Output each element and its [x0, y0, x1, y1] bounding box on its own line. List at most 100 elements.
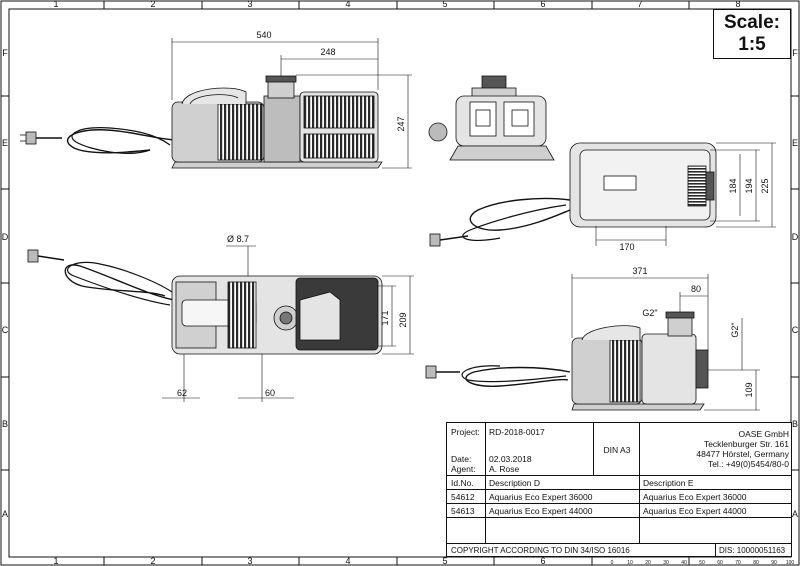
company-tel: Tel.: +49(0)5454/80-0: [707, 459, 789, 469]
pump-front-view: [428, 75, 555, 161]
ruler-label-10: 10: [627, 560, 633, 566]
row-label-right-D: D: [792, 232, 799, 242]
ruler-label-50: 50: [699, 560, 705, 566]
dim-225: 225: [760, 178, 770, 193]
row-label-F: F: [2, 48, 8, 58]
col-label-8: 8: [735, 0, 740, 9]
dim-62: 62: [177, 388, 187, 398]
col-label-2: 2: [150, 0, 155, 9]
row-label-right-F: F: [792, 48, 798, 58]
col-label-3: 3: [247, 0, 252, 9]
tb-divider: [447, 543, 791, 544]
dim-g2-side: G2": [730, 322, 740, 337]
ruler-label-40: 40: [681, 560, 687, 566]
col-label-bottom-2: 2: [150, 556, 155, 566]
company-street: Tecklenburger Str. 161: [703, 439, 789, 449]
row-label-right-B: B: [792, 419, 798, 429]
pump-side-view-bottom: [425, 311, 709, 411]
row-label-B: B: [2, 419, 8, 429]
col-label-bottom-6: 6: [540, 556, 545, 566]
ruler-label-60: 60: [717, 560, 723, 566]
ruler-label-90: 90: [771, 560, 777, 566]
col-header-desc-e: Description E: [643, 478, 694, 488]
col-label-5: 5: [442, 0, 447, 9]
col-label-bottom-3: 3: [247, 556, 252, 566]
pump-side-view-top: [20, 75, 383, 169]
col-label-6: 6: [540, 0, 545, 9]
dim-247: 247: [396, 116, 406, 131]
agent-value: A. Rose: [489, 464, 520, 474]
tb-divider: [593, 423, 594, 476]
title-block: Project: RD-2018-0017 Date: 02.03.2018 A…: [446, 422, 792, 557]
dim-194: 194: [744, 178, 754, 193]
dim-109: 109: [744, 382, 754, 397]
row-1-desc-d: Aquarius Eco Expert 36000: [489, 492, 593, 502]
ruler-label-100: 100: [786, 560, 795, 566]
ruler-label-70: 70: [735, 560, 741, 566]
tb-divider: [447, 517, 791, 518]
dims-view-top: [171, 38, 412, 169]
dims-view-plan: [162, 245, 414, 402]
scale-label: Scale:: [724, 12, 780, 33]
dim-171: 171: [380, 310, 390, 325]
row-ticks: [1, 95, 799, 471]
pump-plan-view-left: [27, 249, 383, 355]
row-label-A: A: [2, 509, 8, 519]
tb-divider: [447, 475, 791, 476]
row-1-id: 54612: [451, 492, 475, 502]
col-label-1: 1: [53, 0, 58, 9]
project-value: RD-2018-0017: [489, 427, 545, 437]
pump-plan-view-right: [429, 142, 717, 247]
tb-divider: [639, 423, 640, 543]
tb-divider: [447, 489, 791, 490]
company-city: 48477 Hörstel, Germany: [696, 449, 789, 459]
row-label-D: D: [2, 232, 9, 242]
col-label-7: 7: [637, 0, 642, 9]
scale-box: Scale: 1:5: [713, 9, 791, 59]
date-label: Date:: [451, 454, 472, 464]
dim-209: 209: [398, 312, 408, 327]
agent-label: Agent:: [451, 464, 476, 474]
col-label-bottom-4: 4: [345, 556, 350, 566]
ruler-label-0: 0: [611, 560, 614, 566]
tb-divider: [715, 543, 716, 557]
dim-170: 170: [619, 242, 634, 252]
scale-value: 1:5: [738, 34, 766, 55]
ruler-label-80: 80: [753, 560, 759, 566]
tb-divider: [485, 423, 486, 543]
row-label-C: C: [2, 325, 9, 335]
col-header-desc-d: Description D: [489, 478, 541, 488]
dim-248: 248: [320, 47, 335, 57]
dims-view-bottom: [571, 274, 760, 411]
copyright-note: COPYRIGHT ACCORDING TO DIN 34/ISO 16016: [451, 546, 630, 555]
row-2-id: 54613: [451, 506, 475, 516]
col-label-4: 4: [345, 0, 350, 9]
date-value: 02.03.2018: [489, 454, 532, 464]
dim-184: 184: [728, 178, 738, 193]
dim-540: 540: [256, 30, 271, 40]
dim-diameter: Ø 8.7: [227, 234, 249, 244]
ruler-label-20: 20: [645, 560, 651, 566]
dim-371: 371: [632, 266, 647, 276]
dim-80: 80: [691, 284, 701, 294]
dis-number: DIS: 10000051163: [719, 546, 786, 555]
col-label-bottom-5: 5: [442, 556, 447, 566]
company-name: OASE GmbH: [738, 429, 789, 439]
dims-view-right: [595, 142, 776, 246]
row-label-E: E: [2, 138, 8, 148]
col-label-bottom-1: 1: [53, 556, 58, 566]
ruler-label-30: 30: [663, 560, 669, 566]
row-label-right-C: C: [792, 325, 799, 335]
project-label: Project:: [451, 427, 480, 437]
row-2-desc-d: Aquarius Eco Expert 44000: [489, 506, 593, 516]
row-label-right-E: E: [792, 138, 798, 148]
row-label-right-A: A: [792, 509, 798, 519]
column-ticks: [103, 1, 690, 565]
dim-60: 60: [265, 388, 275, 398]
dim-g2-top: G2": [642, 308, 657, 318]
row-2-desc-e: Aquarius Eco Expert 44000: [643, 506, 747, 516]
tb-divider: [447, 503, 791, 504]
col-header-id: Id.No.: [451, 478, 474, 488]
paper-format: DIN A3: [603, 445, 631, 455]
